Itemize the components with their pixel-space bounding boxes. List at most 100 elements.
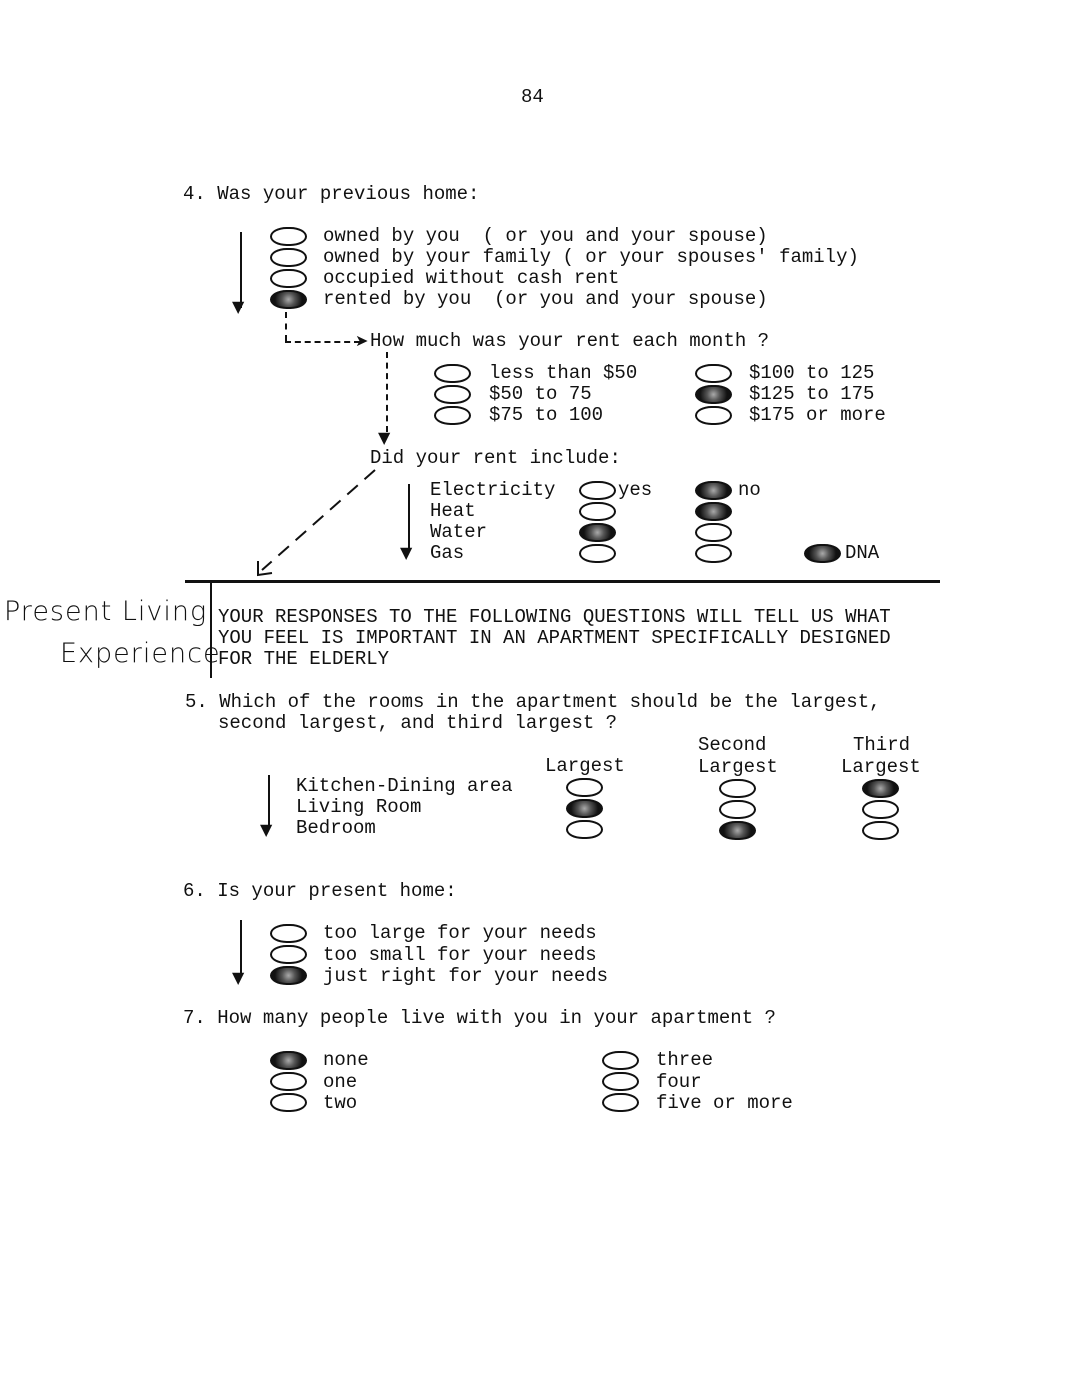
largest-bubble[interactable] xyxy=(566,799,603,818)
room-label: Living Room xyxy=(296,796,422,818)
no-bubble[interactable] xyxy=(695,544,732,563)
rent-option: $100 to 125 xyxy=(749,362,875,384)
yes-label: yes xyxy=(618,479,653,501)
q7-option: one xyxy=(323,1071,358,1093)
second-bubble[interactable] xyxy=(719,779,756,798)
section-intro: YOUR RESPONSES TO THE FOLLOWING QUESTION… xyxy=(218,606,891,628)
yes-bubble[interactable] xyxy=(579,523,616,542)
rent-bubble[interactable] xyxy=(434,364,471,383)
rent-bubble[interactable] xyxy=(695,385,732,404)
arrow-down-icon: ▼ xyxy=(260,820,273,839)
rent-bubble[interactable] xyxy=(695,364,732,383)
arrow-down-icon: ▼ xyxy=(400,543,413,562)
arrow-right-icon: ➤ xyxy=(355,331,369,350)
no-bubble[interactable] xyxy=(695,523,732,542)
dashed-connector xyxy=(386,352,388,432)
down-arrow-line xyxy=(408,484,410,550)
largest-bubble[interactable] xyxy=(566,820,603,839)
q7-bubble[interactable] xyxy=(270,1093,307,1112)
q7-question: 7. How many people live with you in your… xyxy=(183,1007,776,1029)
room-label: Bedroom xyxy=(296,817,376,839)
rent-bubble[interactable] xyxy=(434,406,471,425)
section-intro: YOU FEEL IS IMPORTANT IN AN APARTMENT SP… xyxy=(218,627,891,649)
utility-label: Water xyxy=(430,521,488,543)
rent-question: How much was your rent each month ? xyxy=(370,330,770,352)
margin-divider xyxy=(210,582,212,678)
q4-question: 4. Was your previous home: xyxy=(183,183,480,205)
section-intro: FOR THE ELDERLY xyxy=(218,648,390,670)
third-bubble[interactable] xyxy=(862,779,899,798)
q7-bubble[interactable] xyxy=(602,1093,639,1112)
q5-question: second largest, and third largest ? xyxy=(218,712,618,734)
no-label: no xyxy=(738,479,761,501)
handwritten-note-line2: Experience xyxy=(60,638,221,669)
q4-option-3-bubble[interactable] xyxy=(270,290,307,309)
utility-label: Heat xyxy=(430,500,476,522)
q6-option: too small for your needs xyxy=(323,944,597,966)
col-header: Largest xyxy=(841,756,921,778)
yes-bubble[interactable] xyxy=(579,502,616,521)
col-header: Third xyxy=(853,734,911,756)
q7-option: five or more xyxy=(656,1092,793,1114)
q6-option: just right for your needs xyxy=(323,965,609,987)
q6-bubble[interactable] xyxy=(270,924,307,943)
largest-bubble[interactable] xyxy=(566,778,603,797)
q4-option: owned by you ( or you and your spouse) xyxy=(323,225,768,247)
page-number: 84 xyxy=(521,86,544,108)
utility-label: Gas xyxy=(430,542,465,564)
q4-option: occupied without cash rent xyxy=(323,267,620,289)
utility-label: Electricity xyxy=(430,479,556,501)
no-bubble[interactable] xyxy=(695,481,732,500)
q7-bubble[interactable] xyxy=(270,1051,307,1070)
second-bubble[interactable] xyxy=(719,800,756,819)
col-header: Second xyxy=(698,734,767,756)
rent-option: $50 to 75 xyxy=(489,383,592,405)
q7-option: three xyxy=(656,1049,714,1071)
dashed-diagonal-arrow xyxy=(257,469,376,577)
include-question: Did your rent include: xyxy=(370,447,621,469)
third-bubble[interactable] xyxy=(862,800,899,819)
dna-bubble[interactable] xyxy=(804,544,841,563)
section-divider xyxy=(185,580,940,583)
third-bubble[interactable] xyxy=(862,821,899,840)
q6-bubble[interactable] xyxy=(270,966,307,985)
dashed-connector xyxy=(285,341,360,343)
handwritten-note-line1: Present Living xyxy=(4,596,208,627)
q6-question: 6. Is your present home: xyxy=(183,880,457,902)
rent-bubble[interactable] xyxy=(434,385,471,404)
arrow-down-icon: ▼ xyxy=(378,428,391,447)
q6-bubble[interactable] xyxy=(270,945,307,964)
q7-option: two xyxy=(323,1092,358,1114)
rent-option: less than $50 xyxy=(489,362,638,384)
yes-bubble[interactable] xyxy=(579,481,616,500)
q4-option-2-bubble[interactable] xyxy=(270,269,307,288)
second-bubble[interactable] xyxy=(719,821,756,840)
dashed-connector xyxy=(285,312,287,341)
q4-option-0-bubble[interactable] xyxy=(270,227,307,246)
yes-bubble[interactable] xyxy=(579,544,616,563)
q5-question: 5. Which of the rooms in the apartment s… xyxy=(185,691,881,713)
q7-bubble[interactable] xyxy=(602,1051,639,1070)
no-bubble[interactable] xyxy=(695,502,732,521)
q7-option: none xyxy=(323,1049,369,1071)
q7-bubble[interactable] xyxy=(602,1072,639,1091)
room-label: Kitchen-Dining area xyxy=(296,775,513,797)
dna-label: DNA xyxy=(845,542,880,564)
col-header: Largest xyxy=(545,755,625,777)
q4-option: rented by you (or you and your spouse) xyxy=(323,288,768,310)
down-arrow-line xyxy=(240,920,242,976)
q7-bubble[interactable] xyxy=(270,1072,307,1091)
rent-option: $175 or more xyxy=(749,404,886,426)
arrow-down-icon: ▼ xyxy=(232,297,245,316)
down-arrow-line xyxy=(240,232,242,308)
col-header: Largest xyxy=(698,756,778,778)
rent-option: $75 to 100 xyxy=(489,404,604,426)
q6-option: too large for your needs xyxy=(323,922,597,944)
q7-option: four xyxy=(656,1071,702,1093)
rent-bubble[interactable] xyxy=(695,406,732,425)
q4-option: owned by your family ( or your spouses' … xyxy=(323,246,859,268)
rent-option: $125 to 175 xyxy=(749,383,875,405)
q4-option-1-bubble[interactable] xyxy=(270,248,307,267)
down-arrow-line xyxy=(268,775,270,827)
